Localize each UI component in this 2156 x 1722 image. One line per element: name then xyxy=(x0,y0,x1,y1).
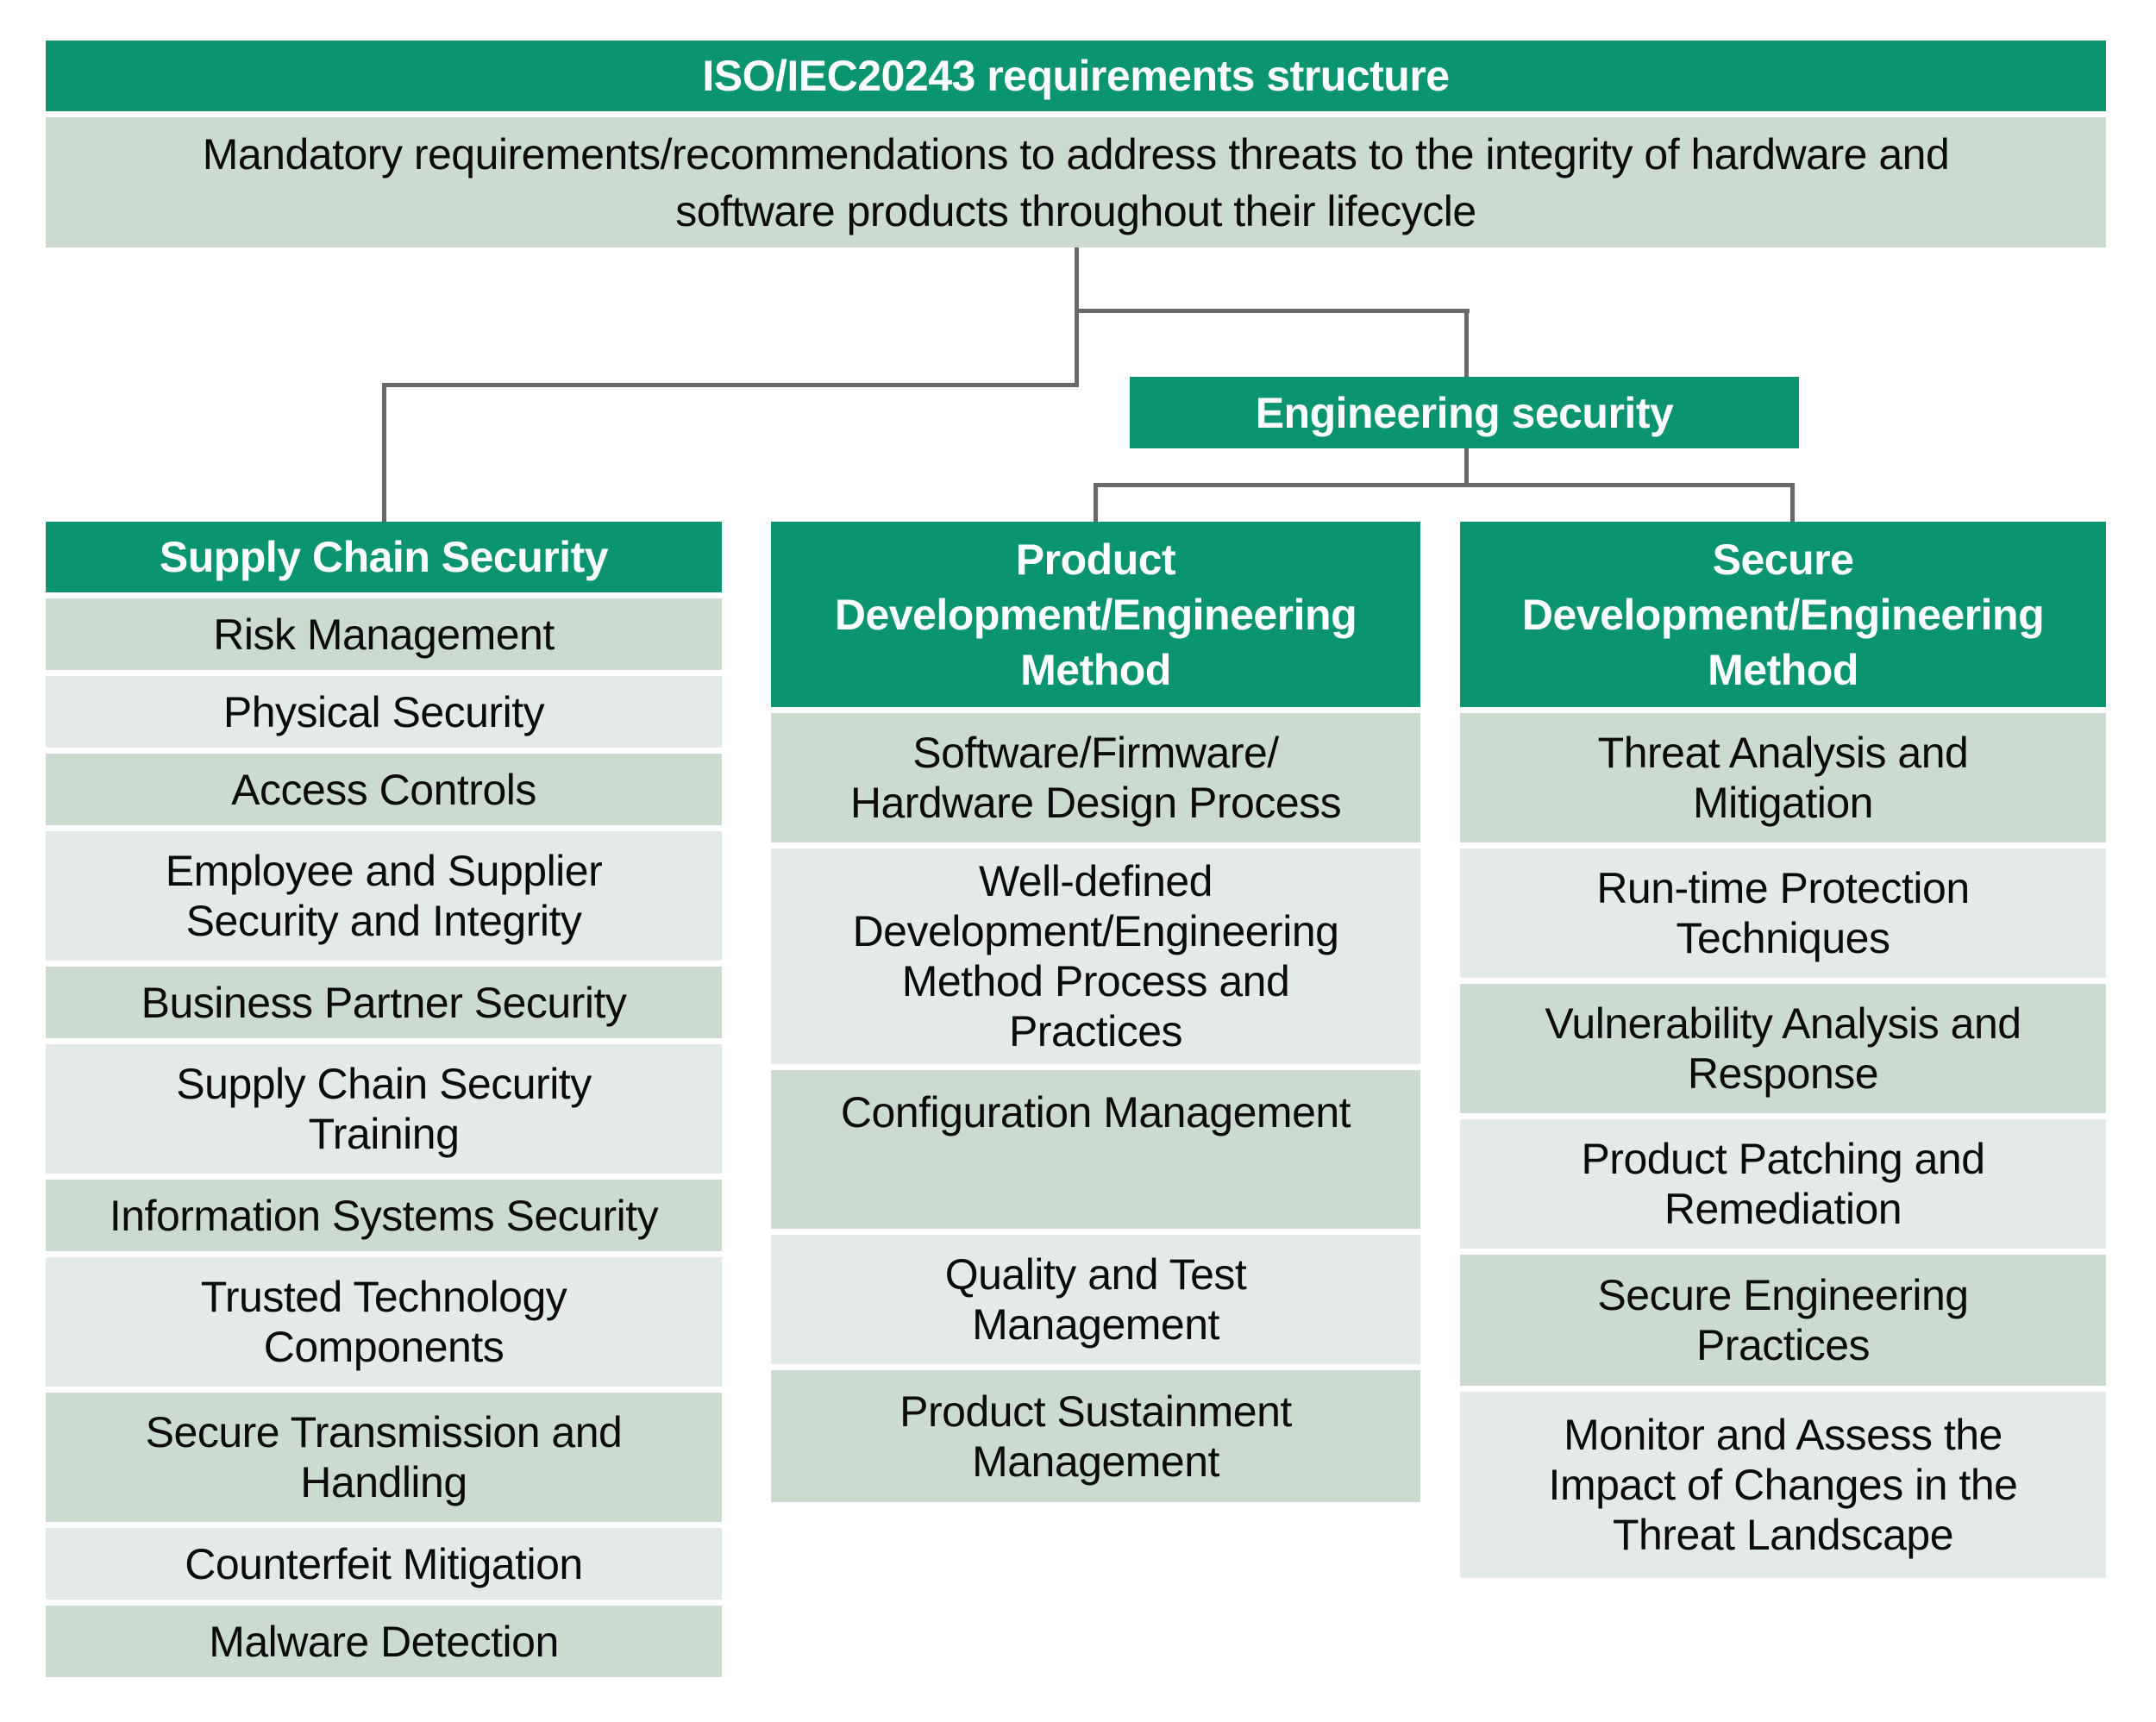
connector-vertical-below-engineering xyxy=(1464,448,1469,485)
secure-development-engineering-method-item: Secure Engineering Practices xyxy=(1460,1255,2106,1386)
connector-horizontal-to-supply-chain xyxy=(382,383,1079,387)
connector-horizontal-engineering-children xyxy=(1094,483,1795,487)
supply-chain-security-item: Secure Transmission and Handling xyxy=(46,1393,722,1522)
secure-development-engineering-method-item: Product Patching and Remediation xyxy=(1460,1119,2106,1249)
supply-chain-security-item: Physical Security xyxy=(46,676,722,748)
page-title: ISO/IEC20243 requirements structure xyxy=(46,41,2106,111)
product-development-engineering-method-item: Software/Firmware/ Hardware Design Proce… xyxy=(771,713,1420,842)
product-development-engineering-method-item: Configuration Management xyxy=(771,1070,1420,1229)
supply-chain-security-item: Employee and Supplier Security and Integ… xyxy=(46,831,722,961)
supply-chain-security-item: Malware Detection xyxy=(46,1606,722,1677)
engineering-security-node: Engineering security xyxy=(1130,377,1799,448)
supply-chain-security-item: Supply Chain Security Training xyxy=(46,1044,722,1174)
supply-chain-security-item: Information Systems Security xyxy=(46,1180,722,1251)
connector-vertical-into-engineering xyxy=(1464,309,1469,377)
subtitle-description: Mandatory requirements/recommendations t… xyxy=(46,117,2106,247)
column-header-secure-development-engineering-method: Secure Development/Engineering Method xyxy=(1460,522,2106,707)
column-header-product-development-engineering-method: Product Development/Engineering Method xyxy=(771,522,1420,707)
supply-chain-security-item: Counterfeit Mitigation xyxy=(46,1528,722,1600)
product-development-engineering-method-item: Quality and Test Management xyxy=(771,1235,1420,1364)
column-header-supply-chain-security: Supply Chain Security xyxy=(46,522,722,592)
connector-vertical-into-product-development xyxy=(1094,483,1098,522)
supply-chain-security-item: Risk Management xyxy=(46,598,722,670)
connector-vertical-into-supply-chain xyxy=(382,383,386,522)
product-development-engineering-method-item: Well-defined Development/Engineering Met… xyxy=(771,848,1420,1064)
connector-vertical-from-subtitle xyxy=(1075,247,1079,387)
column-secure-development-engineering-method: Secure Development/Engineering Method Th… xyxy=(1460,522,2106,1578)
connector-horizontal-to-engineering xyxy=(1075,309,1470,313)
supply-chain-security-item: Business Partner Security xyxy=(46,967,722,1038)
connector-vertical-into-secure-development xyxy=(1790,483,1795,522)
supply-chain-security-item: Trusted Technology Components xyxy=(46,1257,722,1387)
product-development-engineering-method-item: Product Sustainment Management xyxy=(771,1370,1420,1502)
secure-development-engineering-method-item: Run-time Protection Techniques xyxy=(1460,848,2106,978)
secure-development-engineering-method-item: Threat Analysis and Mitigation xyxy=(1460,713,2106,842)
supply-chain-security-item: Access Controls xyxy=(46,754,722,825)
column-product-development-engineering-method: Product Development/Engineering Method S… xyxy=(771,522,1420,1502)
secure-development-engineering-method-item: Vulnerability Analysis and Response xyxy=(1460,984,2106,1113)
column-items-product-development-engineering-method: Software/Firmware/ Hardware Design Proce… xyxy=(771,713,1420,1502)
secure-development-engineering-method-item: Monitor and Assess the Impact of Changes… xyxy=(1460,1392,2106,1578)
